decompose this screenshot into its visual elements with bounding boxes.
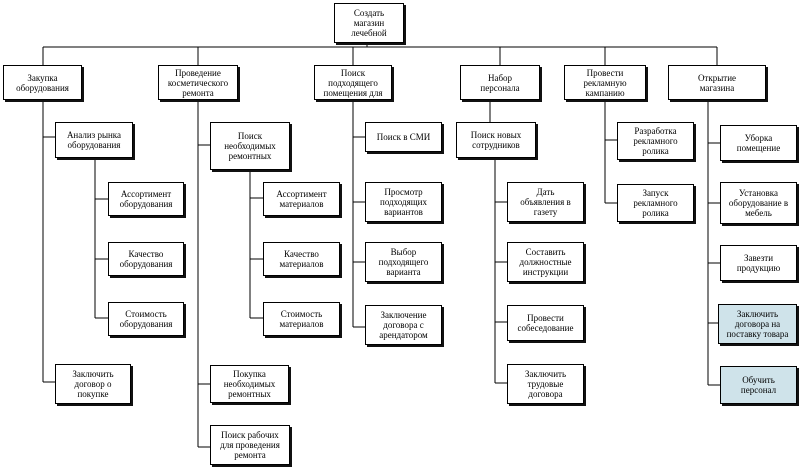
branch-equipment-purchase: Закупка оборудования	[3, 65, 82, 100]
branch-premises-search: Поиск подходящего помещения для	[314, 65, 392, 100]
node-ad-development: Разработка рекламного ролика	[617, 122, 694, 160]
node-find-repair-workers: Поиск рабочих для проведения ремонта	[210, 425, 290, 465]
node-view-options: Просмотр подходящих вариантов	[365, 182, 442, 222]
node-choose-option: Выбор подходящего варианта	[365, 242, 442, 282]
node-find-repair-materials: Поиск необходимых ремонтных	[210, 122, 290, 170]
node-interview: Провести собеседование	[507, 305, 584, 341]
node-job-instructions: Составить должностные инструкции	[507, 242, 584, 282]
node-equipment-market-analysis: Анализ рынка оборудования	[55, 122, 133, 158]
branch-ad-campaign: Провести рекламную кампанию	[564, 65, 646, 100]
node-materials-quality: Качество материалов	[263, 242, 340, 276]
node-bring-products: Завезти продукцию	[720, 245, 797, 281]
node-train-staff: Обучить персонал	[720, 366, 797, 404]
node-newspaper-ads: Дать объявления в газету	[507, 182, 584, 222]
node-install-equipment: Установка оборудование в мебель	[720, 182, 797, 224]
node-employment-contracts: Заключить трудовые договора	[507, 364, 584, 404]
branch-staff-recruitment: Набор персонала	[460, 65, 540, 100]
branch-cosmetic-repair: Проведение косметического ремонта	[158, 65, 238, 100]
node-materials-assortment: Ассортимент материалов	[263, 182, 340, 216]
node-purchase-contract: Заключить договор о покупке	[55, 364, 131, 404]
node-search-media: Поиск в СМИ	[365, 122, 442, 152]
node-equipment-assortment: Ассортимент оборудования	[108, 182, 184, 216]
node-equipment-quality: Качество оборудования	[108, 242, 184, 276]
node-equipment-cost: Стоимость оборудования	[108, 302, 184, 336]
node-cleaning: Уборка помещение	[720, 125, 797, 161]
node-supply-contracts: Заключить договора на поставку товара	[718, 304, 797, 344]
root-node: Создать магазин лечебной	[334, 3, 404, 43]
node-find-new-staff: Поиск новых сотрудников	[456, 122, 536, 158]
node-lease-contract: Заключение договора с арендатором	[365, 305, 442, 345]
branch-store-opening: Открытие магазина	[668, 65, 766, 100]
node-ad-launch: Запуск рекламного ролика	[617, 184, 694, 222]
node-materials-cost: Стоимость материалов	[263, 302, 340, 336]
node-buy-repair-materials: Покупка необходимых ремонтных	[210, 365, 289, 403]
